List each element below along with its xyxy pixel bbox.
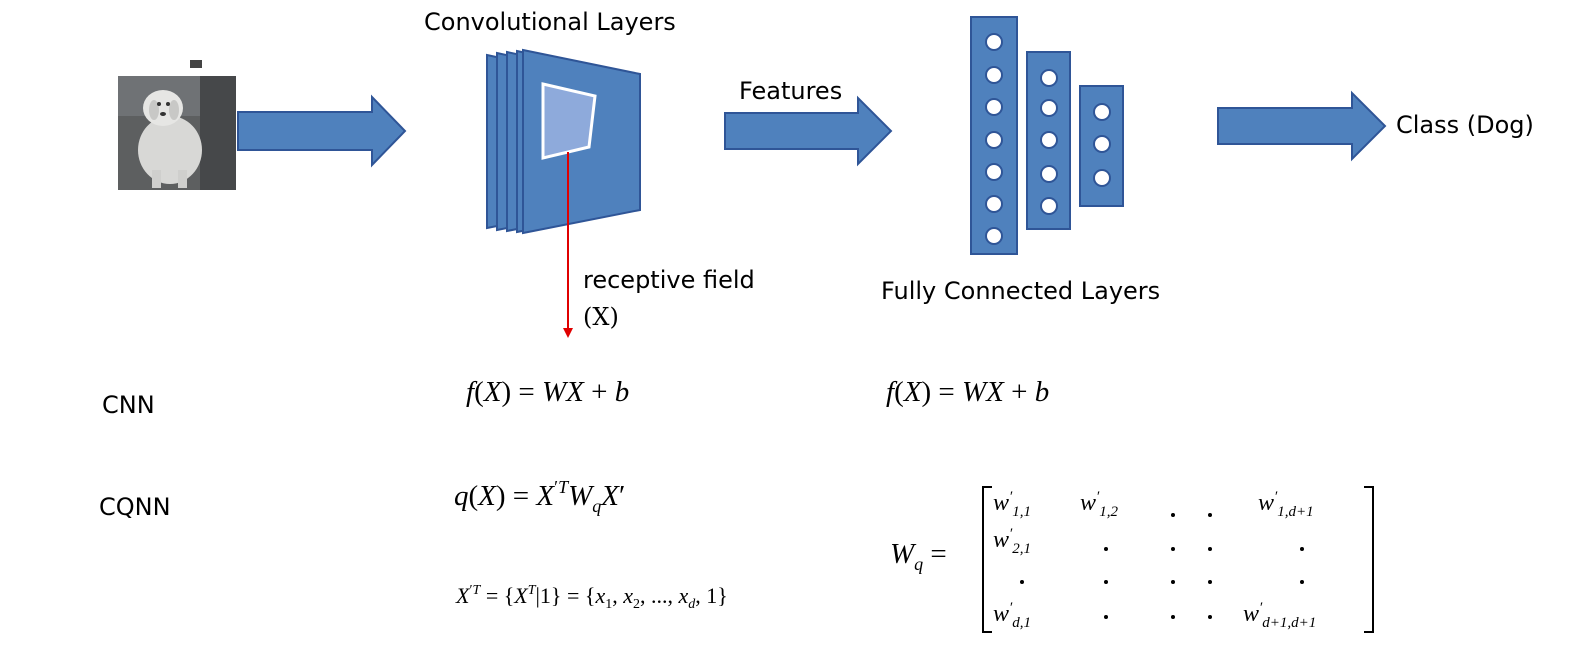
- receptive-field-var: (X): [583, 303, 619, 331]
- fc-node: [1040, 131, 1058, 149]
- matrix-cell-wd1: w′d,1: [993, 600, 1032, 631]
- arrow-to-class: [1217, 90, 1387, 162]
- fc-layers-title: Fully Connected Layers: [881, 277, 1161, 305]
- fc-node: [985, 98, 1003, 116]
- features-label: Features: [739, 77, 843, 105]
- fc-node: [1040, 99, 1058, 117]
- wq-matrix-label: Wq =: [890, 538, 947, 574]
- fc-node: [985, 33, 1003, 51]
- fc-node: [1093, 169, 1111, 187]
- matrix-cell-wd1d1: w′d+1,d+1: [1243, 600, 1317, 631]
- matrix-cell-w21: w′2,1: [993, 526, 1032, 557]
- cnn-fc-equation: f(X) = WX + b: [886, 376, 1050, 408]
- fc-node: [1093, 135, 1111, 153]
- cqnn-row-label: CQNN: [99, 493, 171, 521]
- fc-node: [985, 131, 1003, 149]
- augmented-input-equation: X′T = {XT|1} = {x1, x2, ..., xd, 1}: [456, 583, 728, 612]
- fc-node: [1040, 165, 1058, 183]
- dog-photo-image: [118, 60, 236, 190]
- matrix-cell-w11: w′1,1: [993, 489, 1032, 520]
- fc-node: [985, 227, 1003, 245]
- conv-layers-title: Convolutional Layers: [424, 8, 676, 36]
- matrix-brackets: [982, 486, 1374, 633]
- conv-layers-block: [486, 48, 641, 235]
- arrow-features: [724, 95, 893, 167]
- fc-node: [1093, 103, 1111, 121]
- receptive-field-region: [541, 82, 597, 160]
- cnn-row-label: CNN: [102, 391, 155, 419]
- receptive-field-label: receptive field: [583, 266, 755, 294]
- fc-node: [985, 195, 1003, 213]
- class-output-label: Class (Dog): [1396, 111, 1534, 139]
- matrix-cell-w12: w′1,2: [1080, 489, 1119, 520]
- cnn-conv-equation: f(X) = WX + b: [466, 376, 630, 408]
- arrow-input-to-conv: [237, 94, 407, 168]
- fc-node: [1040, 197, 1058, 215]
- fc-node: [1040, 69, 1058, 87]
- fc-node: [985, 66, 1003, 84]
- fc-nodes: [985, 33, 1111, 245]
- fc-node: [985, 163, 1003, 181]
- cqnn-conv-equation: q(X) = X′TWqX′: [454, 477, 626, 516]
- matrix-cell-w1d1: w′1,d+1: [1258, 489, 1314, 520]
- receptive-field-arrowhead: [563, 328, 573, 338]
